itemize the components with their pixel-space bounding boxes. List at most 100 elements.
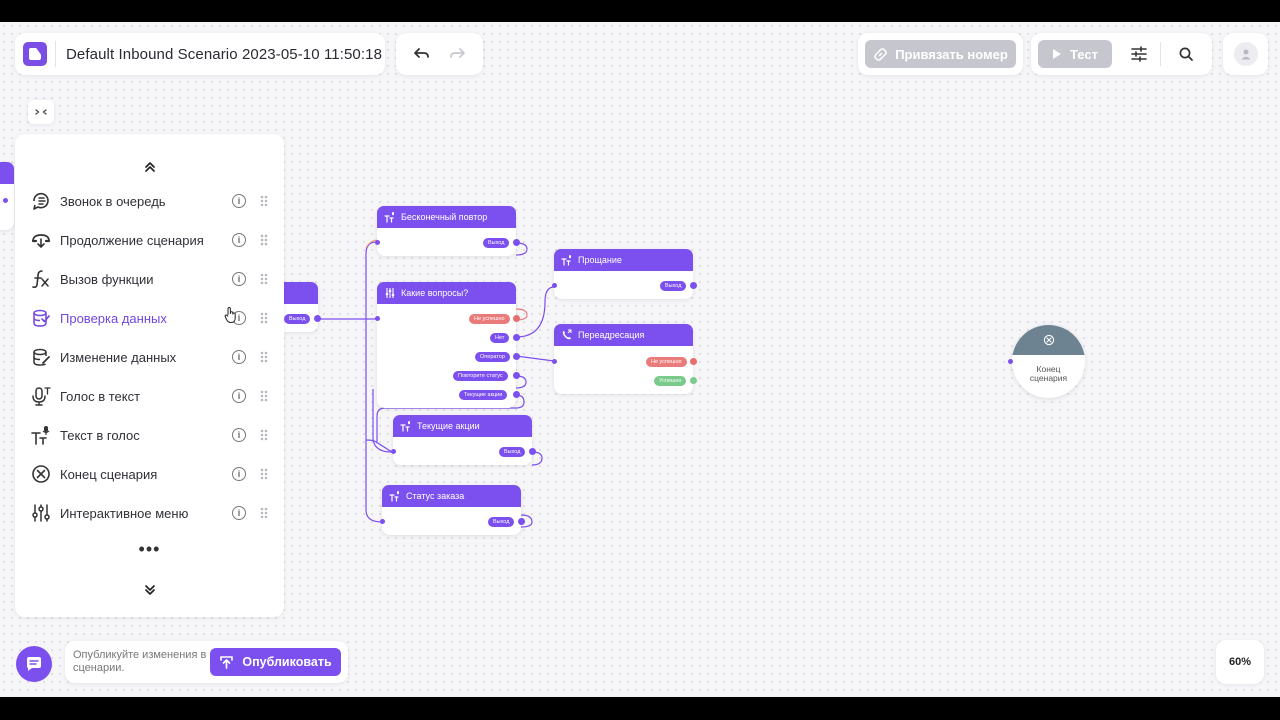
app-logo-icon[interactable] xyxy=(23,42,47,66)
node-redirect[interactable]: Переадресация Не успешно Успешно xyxy=(552,324,697,394)
offscreen-node-port[interactable] xyxy=(3,198,8,203)
node-end-scenario[interactable]: Конец сценария xyxy=(1012,325,1085,398)
palette-item-text-to-voice[interactable]: Текст в голос i xyxy=(15,420,284,450)
settings-sliders-icon[interactable] xyxy=(1126,41,1152,67)
collapse-panel-button[interactable] xyxy=(28,100,54,124)
drag-handle-icon[interactable] xyxy=(260,390,268,402)
end-node-label-line1: Конец xyxy=(1036,364,1061,374)
user-menu[interactable] xyxy=(1223,33,1268,75)
exit-port[interactable] xyxy=(529,448,536,455)
wire-promos-in xyxy=(372,389,393,453)
test-button[interactable]: Тест xyxy=(1038,40,1112,68)
node-order-status[interactable]: Статус заказа Выход xyxy=(380,485,525,535)
exit-port[interactable] xyxy=(690,282,697,289)
output-port-no[interactable] xyxy=(513,334,520,341)
palette-item-label: Изменение данных xyxy=(60,349,177,365)
title-divider xyxy=(55,41,56,67)
palette-item-continue-scenario[interactable]: Продолжение сценария i xyxy=(15,225,284,255)
node-header: Бесконечный повтор xyxy=(377,206,516,228)
output-port-promos[interactable] xyxy=(513,391,520,398)
palette-item-label: Продолжение сценария xyxy=(60,232,204,248)
node-title: Какие вопросы? xyxy=(401,288,469,298)
start-node-exit-tag: Выход xyxy=(284,314,311,324)
text-to-voice-icon xyxy=(400,421,410,432)
info-icon[interactable]: i xyxy=(232,194,246,208)
exit-tag: Выход xyxy=(499,447,526,457)
palette-item-interactive-menu[interactable]: Интерактивное меню i xyxy=(15,498,284,528)
palette-item-function[interactable]: Вызов функции i xyxy=(15,264,284,294)
output-tag-promos: Текущие акции xyxy=(459,390,508,400)
palette-item-data-edit[interactable]: Изменение данных i xyxy=(15,342,284,372)
node-title: Бесконечный повтор xyxy=(401,212,488,222)
drag-handle-icon[interactable] xyxy=(260,273,268,285)
scenario-canvas[interactable]: Default Inbound Scenario 2023-05-10 11:5… xyxy=(0,22,1280,697)
input-port[interactable] xyxy=(375,240,380,245)
palette-item-label: Вызов функции xyxy=(60,271,154,287)
drag-handle-icon[interactable] xyxy=(260,195,268,207)
info-icon[interactable]: i xyxy=(232,467,246,481)
drag-handle-icon[interactable] xyxy=(260,234,268,246)
bind-number-button[interactable]: Привязать номер xyxy=(865,40,1016,68)
undo-icon[interactable] xyxy=(409,41,435,67)
input-port[interactable] xyxy=(375,316,380,321)
wire-to-promos xyxy=(365,439,393,453)
call-forward-icon xyxy=(562,329,572,340)
drag-handle-icon[interactable] xyxy=(260,429,268,441)
input-port[interactable] xyxy=(552,359,557,364)
exit-port[interactable] xyxy=(513,239,520,246)
scroll-down-button[interactable] xyxy=(15,577,284,603)
voice-to-text-icon xyxy=(30,385,52,407)
chat-button[interactable] xyxy=(16,646,52,682)
info-icon[interactable]: i xyxy=(232,389,246,403)
drag-handle-icon[interactable] xyxy=(260,507,268,519)
more-blocks-button[interactable]: ••• xyxy=(138,539,161,559)
info-icon[interactable]: i xyxy=(232,428,246,442)
output-port-fail[interactable] xyxy=(690,358,697,365)
info-icon[interactable]: i xyxy=(232,233,246,247)
output-port-repeat-status[interactable] xyxy=(513,372,520,379)
input-port[interactable] xyxy=(391,449,396,454)
upload-icon xyxy=(220,656,234,669)
input-port[interactable] xyxy=(380,519,385,524)
node-farewell[interactable]: Прощание Выход xyxy=(552,249,697,299)
node-title: Статус заказа xyxy=(406,491,465,501)
scenario-title-bar: Default Inbound Scenario 2023-05-10 11:5… xyxy=(15,33,385,75)
interactive-menu-icon xyxy=(30,502,52,524)
info-icon[interactable]: i xyxy=(232,506,246,520)
avatar[interactable] xyxy=(1233,42,1258,66)
scroll-up-button[interactable] xyxy=(15,154,284,180)
drag-handle-icon[interactable] xyxy=(260,351,268,363)
search-icon[interactable] xyxy=(1173,41,1199,67)
drag-handle-icon[interactable] xyxy=(260,312,268,324)
info-icon[interactable]: i xyxy=(232,272,246,286)
scenario-title[interactable]: Default Inbound Scenario 2023-05-10 11:5… xyxy=(66,45,383,63)
double-chevron-down-icon xyxy=(144,585,155,595)
tools-divider xyxy=(1160,42,1161,66)
end-node-input-port[interactable] xyxy=(1008,359,1013,364)
palette-item-queue-call[interactable]: Звонок в очередь i xyxy=(15,186,284,216)
redo-icon[interactable] xyxy=(444,41,470,67)
node-current-promos[interactable]: Текущие акции Выход xyxy=(391,415,536,465)
palette-item-end-scenario[interactable]: Конец сценария i xyxy=(15,459,284,489)
input-port[interactable] xyxy=(552,283,557,288)
start-node-exit-port[interactable] xyxy=(314,315,321,322)
zoom-level[interactable]: 60% xyxy=(1216,640,1264,684)
publish-button[interactable]: Опубликовать xyxy=(210,648,341,676)
exit-port[interactable] xyxy=(518,518,525,525)
output-port-fail[interactable] xyxy=(513,315,520,322)
palette-item-voice-to-text[interactable]: Голос в текст i xyxy=(15,381,284,411)
bind-number-panel: Привязать номер xyxy=(858,33,1023,75)
wire-to-farewell xyxy=(515,286,555,338)
node-endless-repeat[interactable]: Бесконечный повтор Выход xyxy=(375,206,520,256)
node-which-questions[interactable]: Какие вопросы? Не успешно Нет Оператор П… xyxy=(375,282,520,408)
offscreen-node[interactable] xyxy=(0,162,14,230)
offscreen-node-header xyxy=(0,162,14,184)
wire-order-self xyxy=(520,514,533,528)
info-icon[interactable]: i xyxy=(232,350,246,364)
play-icon xyxy=(1053,49,1062,59)
output-port-operator[interactable] xyxy=(513,353,520,360)
exit-tag: Выход xyxy=(660,281,687,291)
output-port-success[interactable] xyxy=(690,377,697,384)
palette-item-data-check[interactable]: Проверка данных i xyxy=(15,303,284,333)
drag-handle-icon[interactable] xyxy=(260,468,268,480)
